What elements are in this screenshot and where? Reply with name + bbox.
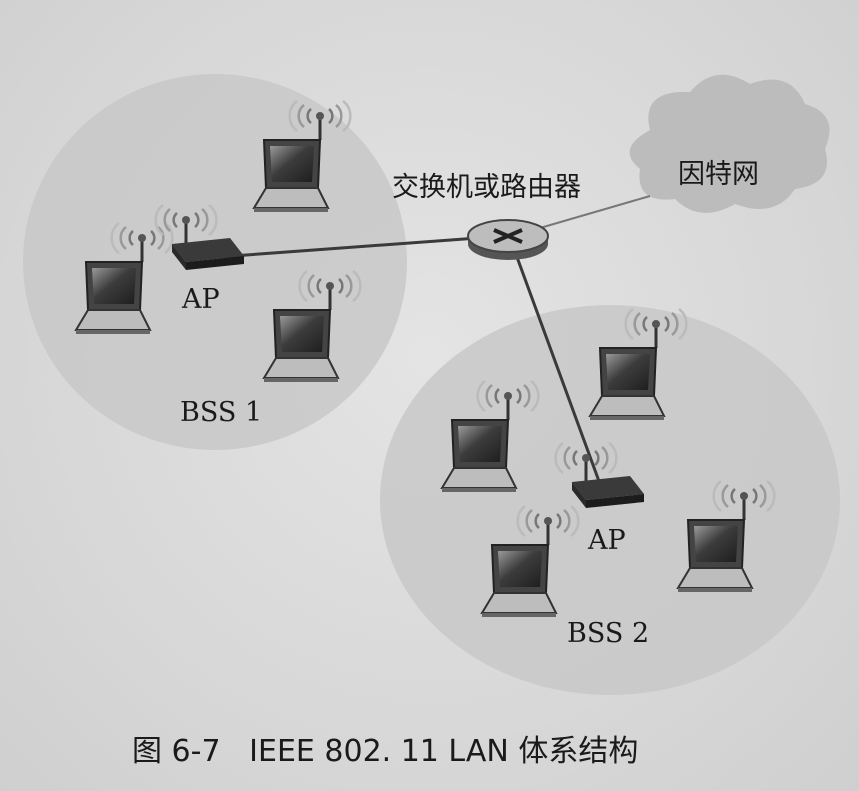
internet-label: 因特网 bbox=[678, 159, 759, 190]
router-label: 交换机或路由器 bbox=[392, 172, 581, 203]
link-router-ap2 bbox=[508, 237, 602, 485]
router-icon bbox=[467, 219, 549, 260]
bss1-name: BSS 1 bbox=[180, 397, 263, 428]
internet-cloud bbox=[629, 74, 830, 213]
bss2-ap-label: AP bbox=[588, 525, 626, 556]
link-ap1-router bbox=[204, 234, 506, 260]
figure-caption: 图 6-7 IEEE 802. 11 LAN 体系结构 bbox=[132, 734, 639, 769]
bss2-name: BSS 2 bbox=[567, 618, 650, 649]
bss1-ap-label: AP bbox=[182, 284, 220, 315]
link-router-internet bbox=[539, 195, 651, 229]
